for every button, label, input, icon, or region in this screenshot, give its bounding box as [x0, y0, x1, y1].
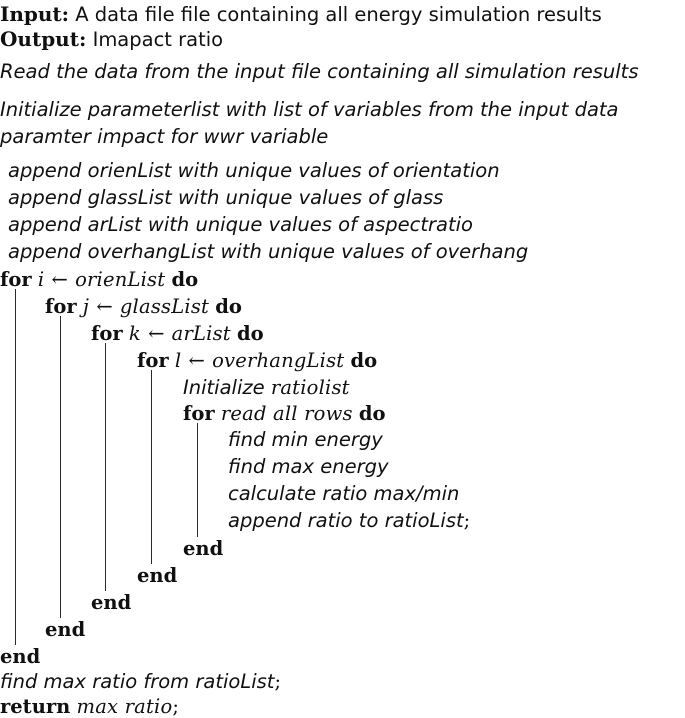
statement-append-orienlist: append orienList with unique values of o…	[8, 159, 500, 182]
do-keyword: do	[358, 402, 386, 425]
left-arrow-icon: ←	[188, 349, 205, 372]
algorithm-header: Input: A data file file containing all e…	[0, 2, 685, 52]
end-keyword-level1: end	[0, 645, 40, 668]
nesting-rule-level5	[197, 423, 199, 537]
calculate-ratio-text: calculate ratio max/min	[228, 482, 460, 505]
ratiolist-variable: ratiolist	[270, 376, 350, 399]
initialize-keyword: Initialize	[183, 376, 265, 399]
nesting-rule-level2	[60, 316, 62, 618]
end-keyword: end	[91, 591, 132, 614]
end-keyword-level4: end	[137, 564, 177, 587]
loop-range-read-all-rows: read all rows	[220, 402, 353, 425]
left-arrow-icon: ←	[51, 268, 68, 291]
end-keyword: end	[45, 618, 86, 641]
find-max-energy-text: find max energy	[228, 455, 389, 478]
return-value: max ratio	[76, 695, 173, 718]
loop-variable-l: l	[174, 349, 182, 372]
statement-calculate-ratio: calculate ratio max/min	[228, 482, 459, 505]
left-arrow-icon: ←	[96, 295, 113, 318]
read-data-text: Read the data from the input file contai…	[0, 60, 639, 83]
loop-variable-j: j	[82, 295, 90, 318]
append-orienlist-text: append orienList with unique values of o…	[8, 159, 500, 182]
do-keyword: do	[215, 295, 242, 318]
append-glasslist-text: append glassList with unique values of g…	[8, 186, 444, 209]
end-keyword: end	[183, 537, 224, 560]
for-keyword: for	[45, 295, 77, 318]
append-overhanglist-text: append overhangList with unique values o…	[8, 240, 529, 263]
statement-terminator: ;	[172, 695, 179, 718]
statement-read-data: Read the data from the input file contai…	[0, 60, 639, 83]
append-ratio-text: append ratio to ratioList	[228, 509, 464, 532]
do-keyword: do	[171, 268, 199, 291]
end-keyword: end	[0, 645, 41, 668]
statement-terminator: ;	[463, 509, 471, 532]
loop-list-glasslist: glassList	[119, 295, 210, 318]
find-max-ratio-text: find max ratio from ratioList	[0, 670, 275, 693]
output-label: Output:	[0, 27, 87, 51]
nesting-rule-level3	[105, 343, 107, 591]
for-loop-orienlist: for i ← orienList do	[0, 268, 198, 291]
output-description: Imapact ratio	[92, 28, 224, 51]
left-arrow-icon: ←	[148, 322, 165, 345]
statement-append-overhanglist: append overhangList with unique values o…	[8, 240, 528, 263]
loop-list-orienlist: orienList	[75, 268, 166, 291]
return-keyword: return	[0, 695, 71, 718]
statement-append-glasslist: append glassList with unique values of g…	[8, 186, 443, 209]
end-keyword-level2: end	[45, 618, 85, 641]
statement-initialize-parameterlist: Initialize parameterlist with list of va…	[0, 96, 682, 150]
input-line: Input: A data file file containing all e…	[0, 2, 685, 27]
end-keyword-level3: end	[91, 591, 131, 614]
for-loop-glasslist: for j ← glassList do	[45, 295, 242, 318]
append-arlist-text: append arList with unique values of aspe…	[8, 213, 473, 236]
input-label: Input:	[0, 2, 70, 26]
loop-variable-i: i	[37, 268, 45, 291]
statement-find-max-ratio: find max ratio from ratioList;	[0, 670, 281, 693]
end-keyword-level5: end	[183, 537, 223, 560]
for-loop-arlist: for k ← arList do	[91, 322, 264, 345]
loop-variable-k: k	[128, 322, 141, 345]
find-min-energy-text: find min energy	[228, 428, 383, 451]
for-loop-overhanglist: for l ← overhangList do	[137, 349, 377, 372]
for-keyword: for	[91, 322, 123, 345]
statement-return: return max ratio;	[0, 695, 179, 718]
loop-list-arlist: arList	[171, 322, 231, 345]
statement-terminator: ;	[274, 670, 282, 693]
for-keyword: for	[0, 268, 32, 291]
output-line: Output: Imapact ratio	[0, 27, 685, 52]
end-keyword: end	[137, 564, 178, 587]
initialize-parameterlist-text: Initialize parameterlist with list of va…	[0, 98, 619, 148]
for-loop-read-all-rows: for read all rows do	[183, 402, 386, 425]
statement-find-max-energy: find max energy	[228, 455, 389, 478]
for-keyword: for	[183, 402, 215, 425]
loop-list-overhanglist: overhangList	[212, 349, 345, 372]
nesting-rule-level4	[151, 370, 153, 564]
statement-find-min-energy: find min energy	[228, 428, 383, 451]
nesting-rule-level1	[15, 289, 17, 645]
for-keyword: for	[137, 349, 169, 372]
statement-append-arlist: append arList with unique values of aspe…	[8, 213, 473, 236]
input-description: A data file file containing all energy s…	[75, 3, 602, 26]
statement-append-ratio: append ratio to ratioList;	[228, 509, 470, 532]
statement-initialize-ratiolist: Initialize ratiolist	[183, 376, 350, 399]
do-keyword: do	[350, 349, 378, 372]
do-keyword: do	[237, 322, 264, 345]
